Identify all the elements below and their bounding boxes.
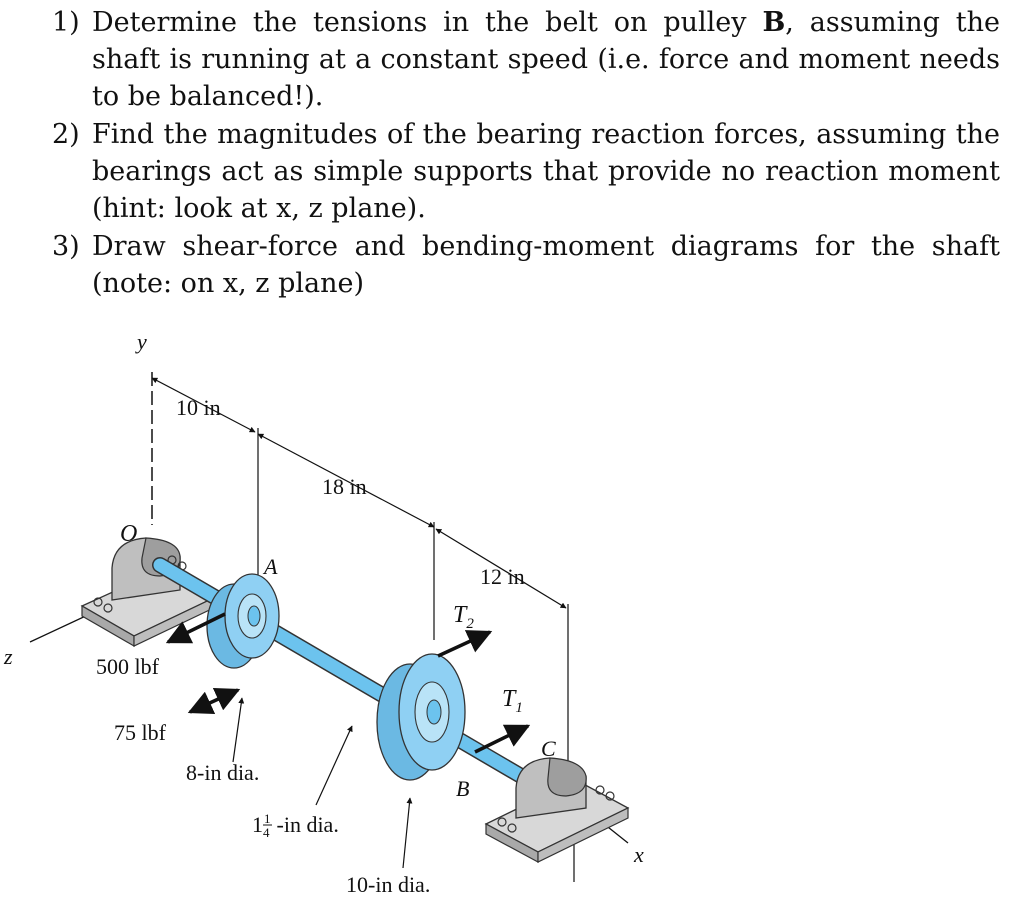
pulley-b — [376, 653, 466, 781]
force-500-label: 500 lbf — [96, 654, 160, 679]
question-number: 2) — [52, 119, 80, 150]
pulley-b-label: B — [762, 7, 786, 38]
bearing-c — [484, 757, 630, 864]
leader-10in — [402, 797, 413, 869]
dim-18-label: 18 in — [322, 474, 367, 499]
force-arrow-75 — [187, 688, 241, 714]
force-75-label: 75 lbf — [114, 720, 167, 745]
tension-arrow-t1 — [474, 724, 531, 754]
question-number: 1) — [52, 7, 80, 38]
tension-t2-label: T2 — [453, 602, 474, 632]
leader-shaft — [315, 725, 353, 806]
question-1: 1) Determine the tensions in the belt on… — [52, 4, 1000, 115]
leader-8in — [232, 697, 245, 763]
tension-t1-label: T1 — [502, 686, 523, 716]
dim-line-18 — [257, 433, 435, 528]
origin-label: O — [120, 521, 137, 547]
shaft-figure: y z x O A B C 10 in 18 in 12 in T2 T1 50… — [3, 329, 644, 897]
axis-x-label: x — [633, 842, 644, 867]
dim-line-12 — [435, 528, 567, 609]
dim-12-label: 12 in — [480, 564, 525, 589]
question-text: Determine the tensions in the belt on pu… — [92, 7, 763, 38]
dim-10-label: 10 in — [176, 395, 221, 420]
axis-z-label: z — [3, 644, 13, 669]
question-text-cont: , assuming the shaft is running at a con… — [92, 7, 1000, 112]
question-text: Find the magnitudes of the bearing react… — [92, 119, 1000, 224]
fraction-den: 4 — [263, 825, 270, 840]
question-list: 1) Determine the tensions in the belt on… — [52, 4, 1000, 303]
question-3: 3) Draw shear-force and bending-moment d… — [52, 228, 1000, 302]
tension-arrow-t2 — [437, 630, 493, 658]
point-c-label: C — [541, 736, 556, 761]
force-arrow-500 — [165, 612, 226, 644]
dim-line-10 — [151, 377, 256, 433]
dia-a-label: 8-in dia. — [186, 760, 259, 785]
axis-y-label: y — [135, 329, 147, 354]
question-text: Draw shear-force and bending-moment diag… — [92, 231, 1000, 299]
point-b-label: B — [456, 776, 469, 801]
question-2: 2) Find the magnitudes of the bearing re… — [52, 116, 1000, 227]
question-number: 3) — [52, 231, 80, 262]
dia-shaft-label: 11-in dia. — [252, 811, 339, 837]
dia-b-label: 10-in dia. — [346, 872, 430, 897]
point-a-label: A — [262, 554, 278, 579]
pulley-a — [206, 573, 280, 669]
